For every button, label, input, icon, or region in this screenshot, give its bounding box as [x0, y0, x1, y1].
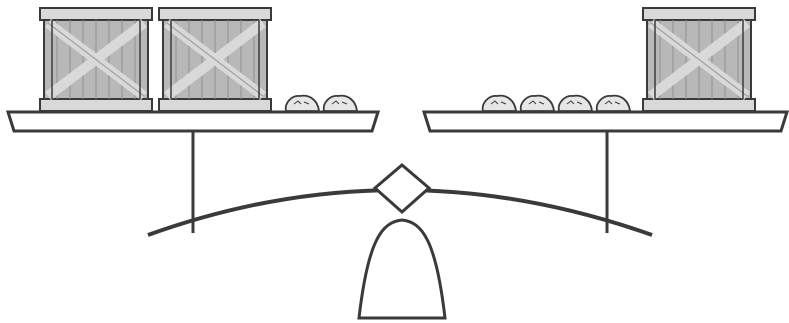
stone — [597, 96, 630, 111]
left-pan — [8, 112, 378, 131]
left-pan-items — [40, 8, 357, 111]
scale-base — [359, 220, 445, 318]
right-pan-items — [483, 8, 755, 111]
stone — [483, 96, 516, 111]
crate — [40, 8, 152, 111]
stone — [559, 96, 592, 111]
pivot-diamond — [375, 165, 429, 212]
crate — [159, 8, 271, 111]
crate — [643, 8, 755, 111]
stone — [286, 96, 319, 111]
stone — [521, 96, 554, 111]
balance-scale — [8, 112, 787, 318]
right-pan — [424, 112, 787, 131]
stone — [324, 96, 357, 111]
